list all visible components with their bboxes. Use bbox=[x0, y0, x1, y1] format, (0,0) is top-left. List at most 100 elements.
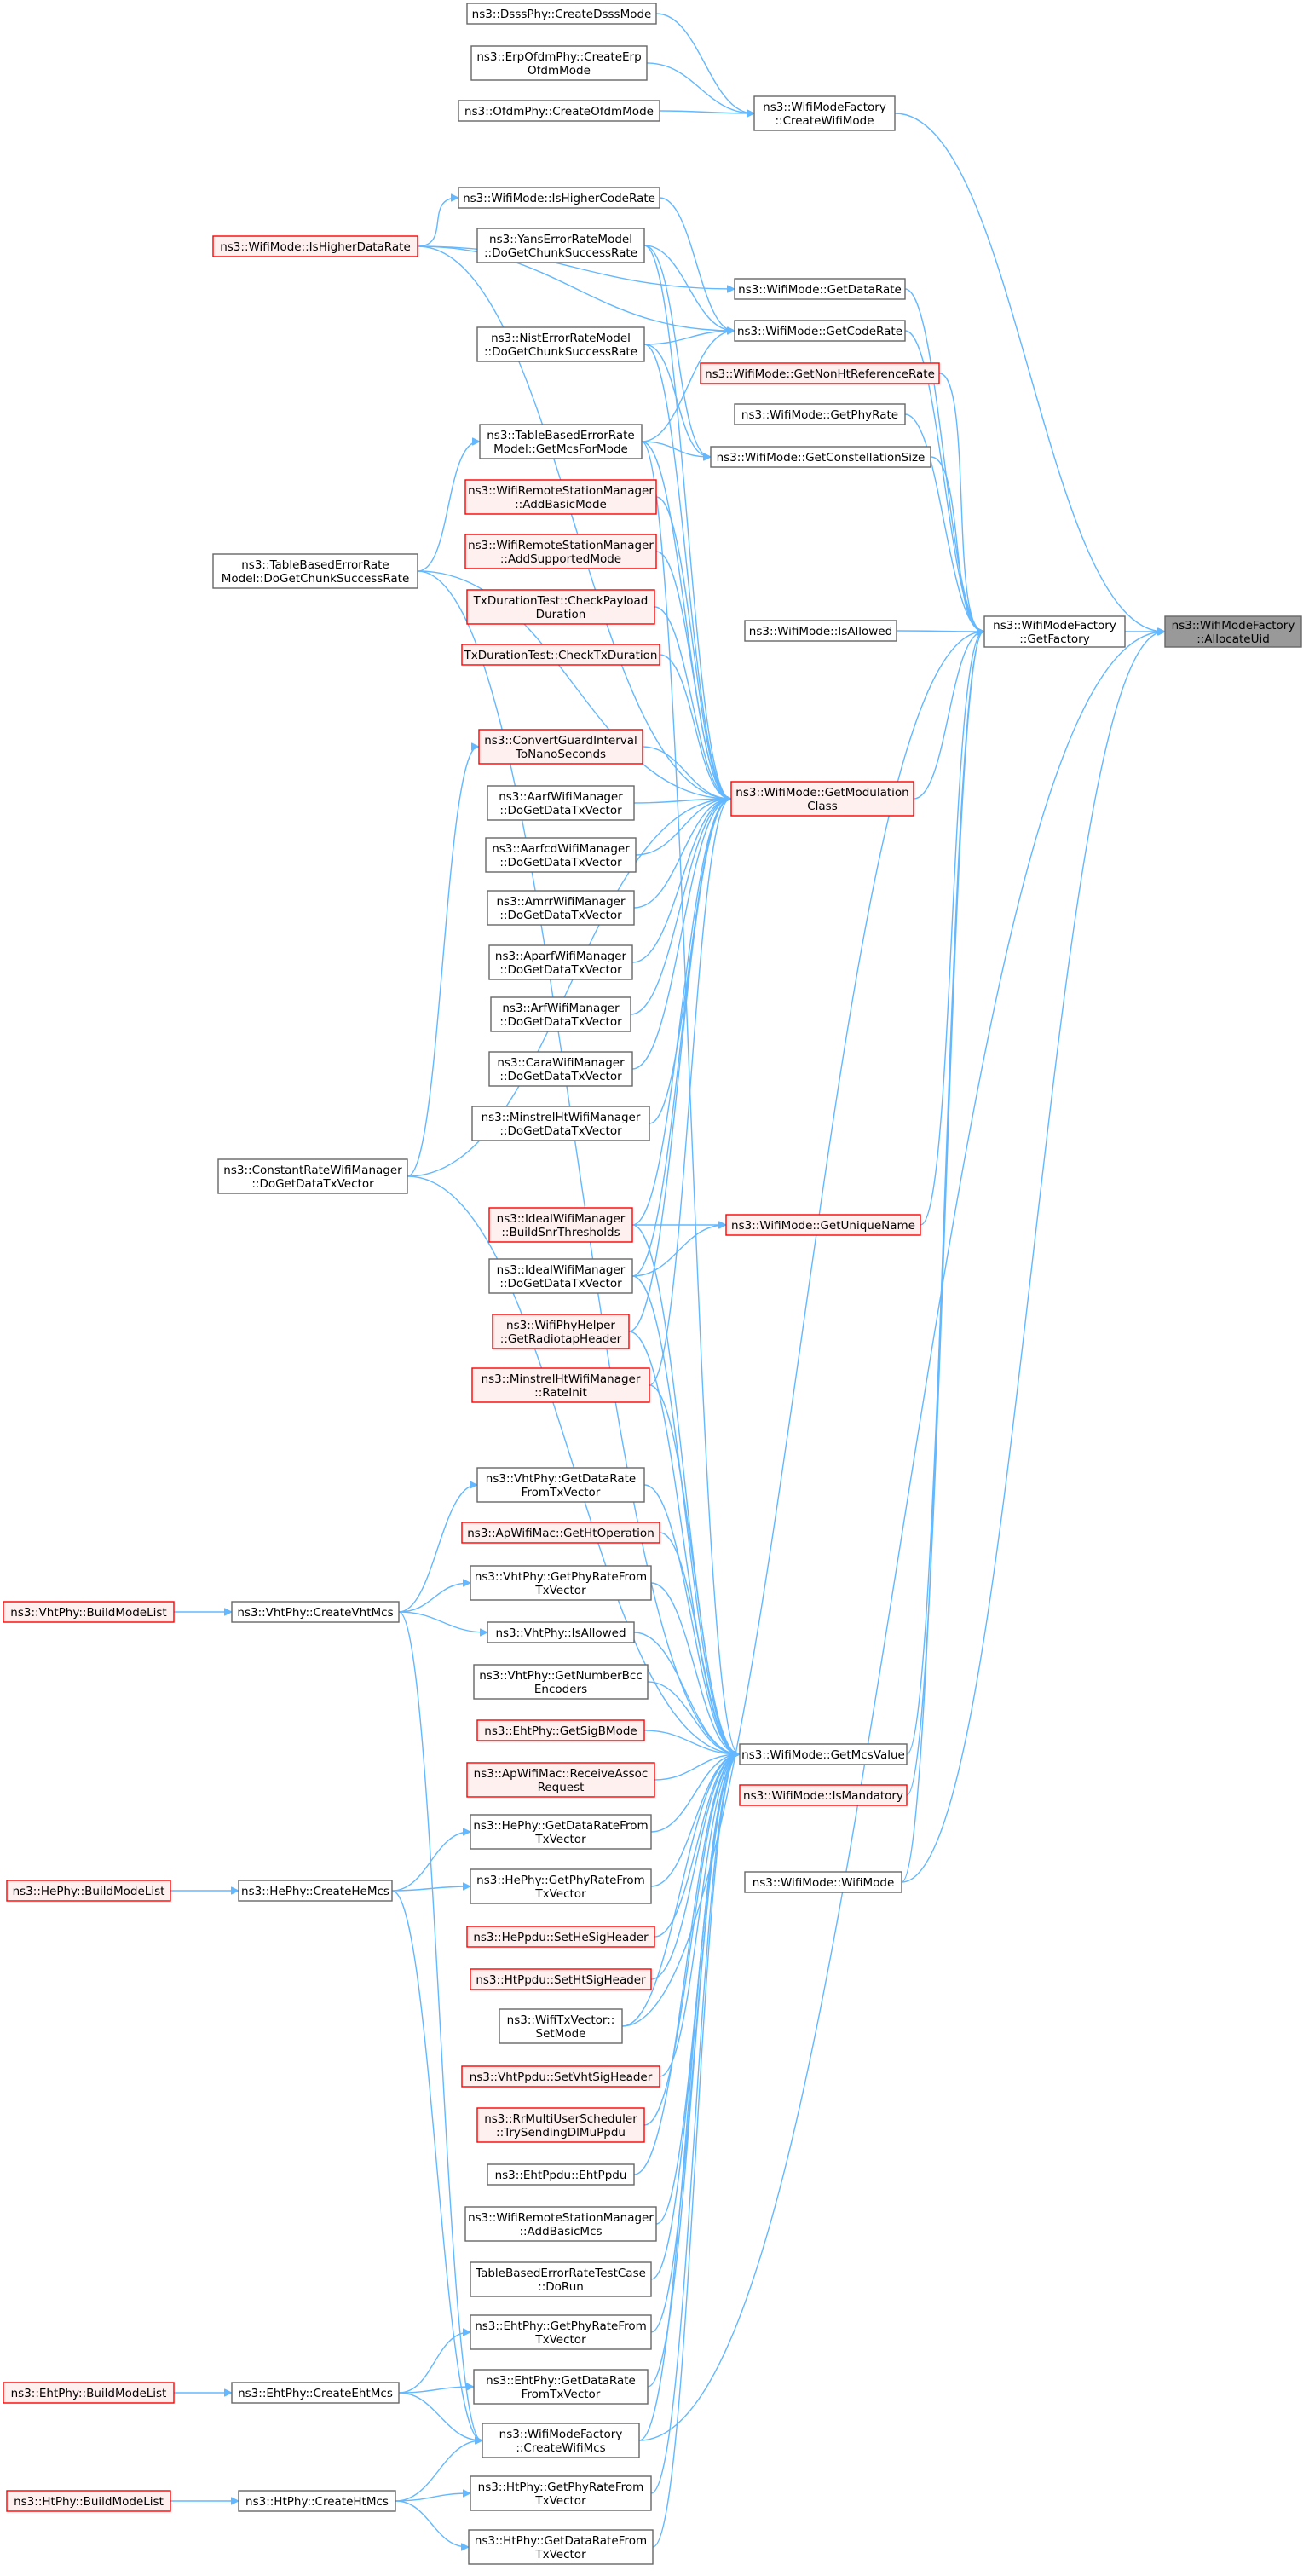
node-box[interactable] bbox=[476, 1719, 645, 1741]
node-box[interactable] bbox=[466, 1926, 655, 1948]
node-box[interactable] bbox=[710, 446, 931, 468]
node-getDataRate[interactable]: ns3::WifiMode::GetDataRate bbox=[734, 278, 906, 300]
node-htBuild[interactable]: ns3::HtPhy::BuildModeList bbox=[6, 2490, 171, 2512]
node-txVecSetMode[interactable]: ns3::WifiTxVector::SetMode bbox=[499, 2008, 623, 2044]
node-box[interactable] bbox=[725, 1214, 921, 1236]
node-box[interactable] bbox=[487, 785, 635, 821]
node-box[interactable] bbox=[461, 644, 660, 666]
node-aparf[interactable]: ns3::AparfWifiManager::DoGetDataTxVector bbox=[488, 944, 633, 980]
node-constantRate[interactable]: ns3::ConstantRateWifiManager::DoGetDataT… bbox=[217, 1158, 408, 1194]
node-root[interactable]: ns3::WifiModeFactory::AllocateUid bbox=[1164, 615, 1302, 648]
node-box[interactable] bbox=[730, 781, 914, 817]
node-idealDoGet[interactable]: ns3::IdealWifiManager::DoGetDataTxVector bbox=[488, 1258, 633, 1294]
node-heCreateMcs[interactable]: ns3::HePhy::CreateHeMcs bbox=[238, 1880, 393, 1902]
node-box[interactable] bbox=[231, 1601, 400, 1623]
node-tbTestDoRun[interactable]: TableBasedErrorRateTestCase::DoRun bbox=[470, 2261, 652, 2297]
node-txCheckTx[interactable]: TxDurationTest::CheckTxDuration bbox=[461, 644, 660, 666]
node-rrMulti[interactable]: ns3::RrMultiUserScheduler::TrySendingDlM… bbox=[476, 2107, 645, 2143]
node-htCreateMcs[interactable]: ns3::HtPhy::CreateHtMcs bbox=[238, 2490, 396, 2512]
node-hePpduSet[interactable]: ns3::HePpdu::SetHeSigHeader bbox=[466, 1926, 655, 1948]
node-box[interactable] bbox=[6, 2490, 171, 2512]
node-box[interactable] bbox=[487, 1621, 635, 1643]
node-box[interactable] bbox=[1164, 615, 1302, 648]
node-tbGetMcs[interactable]: ns3::TableBasedErrorRateModel::GetMcsFor… bbox=[479, 424, 643, 459]
node-box[interactable] bbox=[238, 1880, 393, 1902]
node-vhtBuild[interactable]: ns3::VhtPhy::BuildModeList bbox=[3, 1601, 175, 1623]
node-box[interactable] bbox=[485, 837, 637, 873]
node-box[interactable] bbox=[238, 2490, 396, 2512]
node-minstrelHt[interactable]: ns3::MinstrelHtWifiManager::DoGetDataTxV… bbox=[471, 1106, 650, 1141]
node-box[interactable] bbox=[6, 1880, 171, 1902]
node-getConst[interactable]: ns3::WifiMode::GetConstellationSize bbox=[710, 446, 931, 468]
node-box[interactable] bbox=[739, 1784, 908, 1806]
node-box[interactable] bbox=[461, 2065, 660, 2088]
node-box[interactable] bbox=[458, 187, 660, 209]
node-box[interactable] bbox=[461, 1522, 660, 1544]
node-box[interactable] bbox=[471, 1106, 650, 1141]
node-vhtPpduSet[interactable]: ns3::VhtPpdu::SetVhtSigHeader bbox=[461, 2065, 660, 2088]
node-box[interactable] bbox=[473, 1664, 649, 1700]
node-box[interactable] bbox=[479, 424, 643, 459]
node-box[interactable] bbox=[744, 620, 897, 642]
node-getMcsValue[interactable]: ns3::WifiMode::GetMcsValue bbox=[739, 1743, 908, 1765]
node-wifiModeCtor[interactable]: ns3::WifiMode::WifiMode bbox=[744, 1871, 902, 1893]
node-createWifiMode[interactable]: ns3::WifiModeFactory::CreateWifiMode bbox=[753, 95, 896, 131]
node-phyHelperRadiotap[interactable]: ns3::WifiPhyHelper::GetRadiotapHeader bbox=[492, 1314, 630, 1349]
node-aarfcd[interactable]: ns3::AarfcdWifiManager::DoGetDataTxVecto… bbox=[485, 837, 637, 873]
node-box[interactable] bbox=[468, 2529, 654, 2565]
node-box[interactable] bbox=[470, 1868, 652, 1904]
node-box[interactable] bbox=[470, 45, 648, 81]
node-box[interactable] bbox=[3, 1601, 175, 1623]
node-createWifiMcs[interactable]: ns3::WifiModeFactory::CreateWifiMcs bbox=[482, 2423, 640, 2458]
node-box[interactable] bbox=[734, 320, 906, 342]
node-box[interactable] bbox=[734, 278, 906, 300]
node-box[interactable] bbox=[212, 553, 418, 589]
node-box[interactable] bbox=[488, 1258, 633, 1294]
node-isAllowed[interactable]: ns3::WifiMode::IsAllowed bbox=[744, 620, 897, 642]
node-ehtBuild[interactable]: ns3::EhtPhy::BuildModeList bbox=[3, 2382, 175, 2404]
node-box[interactable] bbox=[212, 235, 418, 257]
node-cara[interactable]: ns3::CaraWifiManager::DoGetDataTxVector bbox=[488, 1051, 633, 1087]
node-box[interactable] bbox=[478, 729, 643, 765]
node-isHigherCode[interactable]: ns3::WifiMode::IsHigherCodeRate bbox=[458, 187, 660, 209]
node-rsmAddBasic[interactable]: ns3::WifiRemoteStationManager::AddBasicM… bbox=[464, 479, 657, 515]
node-rsmAddSupported[interactable]: ns3::WifiRemoteStationManager::AddSuppor… bbox=[464, 534, 657, 569]
node-box[interactable] bbox=[492, 1314, 630, 1349]
node-box[interactable] bbox=[470, 1814, 652, 1850]
node-tbChunk[interactable]: ns3::TableBasedErrorRateModel::DoGetChun… bbox=[212, 553, 418, 589]
node-box[interactable] bbox=[476, 1467, 645, 1503]
node-box[interactable] bbox=[471, 1367, 650, 1403]
node-getCodeRate[interactable]: ns3::WifiMode::GetCodeRate bbox=[734, 320, 906, 342]
node-box[interactable] bbox=[464, 2206, 657, 2242]
node-box[interactable] bbox=[3, 2382, 175, 2404]
node-getPhyRate[interactable]: ns3::WifiMode::GetPhyRate bbox=[734, 403, 906, 425]
node-box[interactable] bbox=[466, 1762, 655, 1798]
node-rsmAddBasicMcs[interactable]: ns3::WifiRemoteStationManager::AddBasicM… bbox=[464, 2206, 657, 2242]
node-vhtCreateMcs[interactable]: ns3::VhtPhy::CreateVhtMcs bbox=[231, 1601, 400, 1623]
node-aarf[interactable]: ns3::AarfWifiManager::DoGetDataTxVector bbox=[487, 785, 635, 821]
node-box[interactable] bbox=[734, 403, 906, 425]
node-box[interactable] bbox=[466, 589, 655, 625]
node-box[interactable] bbox=[482, 2423, 640, 2458]
node-box[interactable] bbox=[753, 95, 896, 131]
node-box[interactable] bbox=[217, 1158, 408, 1194]
node-idealBuild[interactable]: ns3::IdealWifiManager::BuildSnrThreshold… bbox=[488, 1207, 633, 1243]
node-box[interactable] bbox=[476, 228, 645, 263]
node-box[interactable] bbox=[464, 534, 657, 569]
node-minstrelRateInit[interactable]: ns3::MinstrelHtWifiManager::RateInit bbox=[471, 1367, 650, 1403]
node-box[interactable] bbox=[700, 362, 940, 384]
node-getFactory[interactable]: ns3::WifiModeFactory::GetFactory bbox=[983, 615, 1126, 648]
node-box[interactable] bbox=[739, 1743, 908, 1765]
node-box[interactable] bbox=[487, 2163, 635, 2186]
